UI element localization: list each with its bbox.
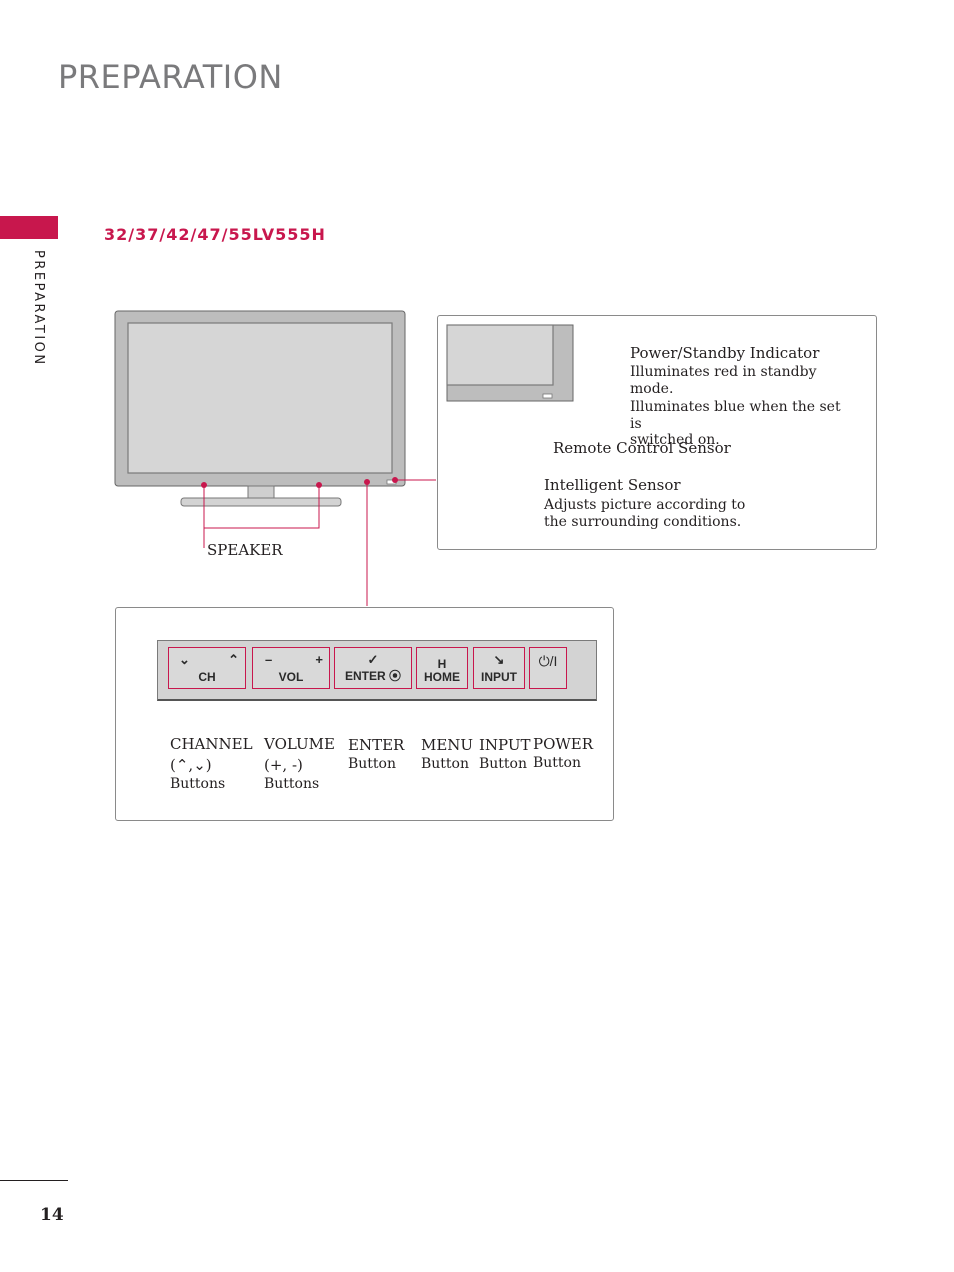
remote-sensor-label: Remote Control Sensor <box>553 439 731 457</box>
power-indicator-line1: Illuminates red in standby mode. <box>630 364 817 397</box>
control-strip: ⌄ ⌃ CH – + VOL ✓ ENTER ⦿ H HOME ↘ INPUT … <box>157 640 597 701</box>
intelligent-sensor-line1: Adjusts picture according to <box>544 497 746 513</box>
power-icon: ⏻/I <box>538 653 558 669</box>
power-indicator-desc: Illuminates red in standby mode. Illumin… <box>630 364 854 449</box>
plus-icon: + <box>315 652 323 667</box>
input-label: INPUT Button <box>479 735 531 773</box>
power-indicator-title: Power/Standby Indicator <box>630 344 820 362</box>
minus-icon: – <box>265 652 273 667</box>
intelligent-sensor-title: Intelligent Sensor <box>544 476 681 494</box>
volume-label-line2: (+, -) <box>264 756 303 774</box>
section-side-label: PREPARATION <box>31 250 46 367</box>
volume-label-line1: VOLUME <box>264 735 335 753</box>
volume-buttons[interactable]: – + VOL <box>252 647 330 689</box>
enter-label-line2: Button <box>348 756 397 772</box>
channel-button-label: CH <box>198 670 216 684</box>
enter-label: ENTER Button <box>348 735 404 773</box>
model-heading: 32/37/42/47/55LV555H <box>104 225 326 244</box>
input-button[interactable]: ↘ INPUT <box>473 647 525 689</box>
volume-label-line3: Buttons <box>264 776 320 792</box>
check-icon: ✓ <box>367 652 379 667</box>
volume-button-label: VOL <box>278 670 304 684</box>
channel-label-line1: CHANNEL <box>170 735 253 753</box>
power-indicator-line3: switched on. <box>630 432 720 448</box>
arrow-down-right-icon: ↘ <box>493 652 505 667</box>
tv-corner-zoom <box>446 324 574 402</box>
home-h-icon: H <box>437 657 447 671</box>
input-label-line1: INPUT <box>479 736 531 754</box>
volume-label: VOLUME (+, -) Buttons <box>264 734 335 793</box>
section-tab <box>0 216 58 239</box>
power-label: POWER Button <box>533 734 593 772</box>
control-panel-box: ⌄ ⌃ CH – + VOL ✓ ENTER ⦿ H HOME ↘ INPUT … <box>115 607 614 821</box>
intelligent-sensor-desc: Adjusts picture according to the surroun… <box>544 497 745 530</box>
speaker-label: SPEAKER <box>207 541 283 559</box>
channel-label-line2: (⌃,⌄) <box>170 756 212 774</box>
power-button[interactable]: ⏻/I <box>529 647 567 689</box>
input-button-label: INPUT <box>481 670 517 684</box>
enter-label-line1: ENTER <box>348 736 405 754</box>
sensor-detail-panel <box>437 315 877 550</box>
power-indicator-line2: Illuminates blue when the set is <box>630 399 841 432</box>
channel-label: CHANNEL (⌃,⌄) Buttons <box>170 734 253 793</box>
home-button[interactable]: H HOME <box>416 647 468 689</box>
enter-button-label: ENTER <box>344 669 386 683</box>
chevron-up-icon: ⌃ <box>228 652 239 667</box>
intelligent-sensor-line2: the surrounding conditions. <box>544 513 742 530</box>
page-title: PREPARATION <box>58 58 283 96</box>
power-label-line1: POWER <box>533 735 594 753</box>
input-label-line2: Button <box>479 756 528 772</box>
power-label-line2: Button <box>533 755 582 771</box>
menu-label-line1: MENU <box>421 736 474 754</box>
menu-label: MENU Button <box>421 735 473 773</box>
page-number: 14 <box>40 1205 64 1225</box>
channel-label-line3: Buttons <box>170 776 226 792</box>
home-button-label: HOME <box>424 670 460 684</box>
tv-illustration <box>114 310 406 507</box>
footer-rule <box>0 1180 68 1181</box>
target-icon: ⦿ <box>389 669 402 683</box>
chevron-down-icon: ⌄ <box>179 652 190 667</box>
menu-label-line2: Button <box>421 756 470 772</box>
channel-buttons[interactable]: ⌄ ⌃ CH <box>168 647 246 689</box>
enter-button[interactable]: ✓ ENTER ⦿ <box>334 647 412 689</box>
